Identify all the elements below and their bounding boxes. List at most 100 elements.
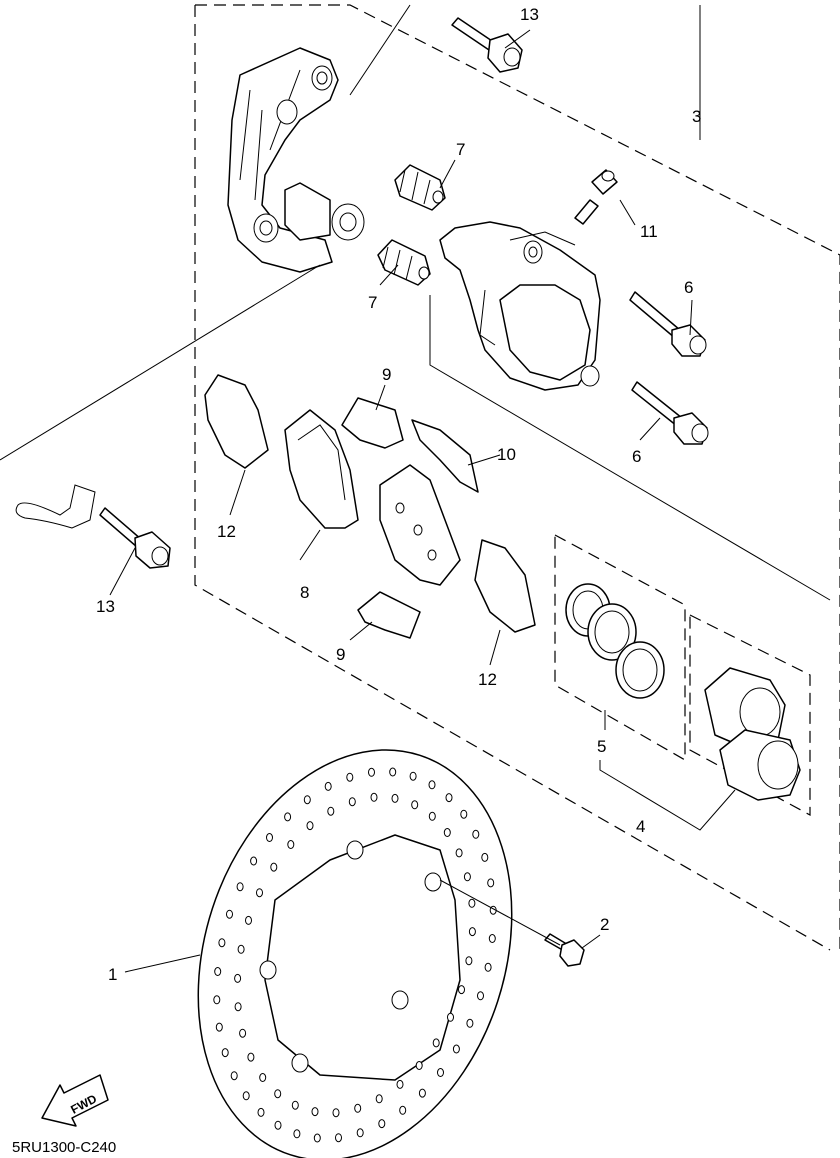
disc-vent-hole xyxy=(274,1120,282,1130)
piston-kit-dashed-outline xyxy=(689,614,811,817)
disc-vent-hole xyxy=(368,767,375,777)
disc-vent-hole xyxy=(324,781,332,791)
disc-vent-hole xyxy=(218,938,226,948)
disc-vent-hole xyxy=(415,1061,423,1070)
disc-vent-hole xyxy=(437,1068,444,1077)
disc-vent-hole xyxy=(354,1103,362,1113)
disc-vent-hole xyxy=(242,1091,250,1101)
hose-clip xyxy=(15,484,96,529)
disc-vent-hole xyxy=(484,962,492,972)
disc-vent-hole xyxy=(463,872,471,882)
disc-vent-hole xyxy=(313,1133,321,1143)
disc-vent-hole xyxy=(488,934,496,943)
callout-7-lower: 7 xyxy=(368,293,377,312)
disc-vent-hole xyxy=(259,1073,267,1082)
disc-vent-hole xyxy=(303,795,311,805)
disc-vent-hole xyxy=(311,1107,319,1117)
disc-vent-hole xyxy=(270,862,278,872)
disc-vent-hole xyxy=(468,898,476,908)
disc-vent-hole xyxy=(466,1018,474,1028)
disc-vent-hole xyxy=(465,956,473,966)
disc-vent-hole xyxy=(247,1052,255,1062)
disc-vent-hole xyxy=(472,829,480,839)
disc-vent-hole xyxy=(432,1038,440,1048)
callout-12-right: 12 xyxy=(478,670,497,689)
disc-vent-hole xyxy=(257,1107,265,1117)
disc-vent-hole xyxy=(215,1022,223,1032)
disc-vent-hole xyxy=(411,800,419,810)
callout-10: 10 xyxy=(497,445,516,464)
pad-spring-upper xyxy=(341,397,404,449)
disc-vent-hole xyxy=(481,852,489,862)
callout-9-lower: 9 xyxy=(336,645,345,664)
diagram-code: 5RU1300-C240 xyxy=(12,1139,116,1156)
disc-vent-hole xyxy=(239,1028,247,1038)
disc-vent-hole xyxy=(487,878,495,888)
disc-vent-hole xyxy=(335,1133,342,1143)
disc-vent-hole xyxy=(274,1089,282,1099)
pad-retainer xyxy=(411,419,479,493)
piston-seals xyxy=(565,583,665,699)
disc-vent-hole xyxy=(460,809,468,819)
disc-vent-hole xyxy=(399,1105,407,1115)
disc-vent-hole xyxy=(356,1128,364,1138)
disc-vent-hole xyxy=(256,888,263,898)
slide-pin-boot-lower xyxy=(377,239,431,286)
piston-seal-kit-dashed-outline xyxy=(554,533,686,762)
disc-vent-hole xyxy=(346,772,354,782)
bleed-screw xyxy=(574,169,618,225)
callout-13-lower: 13 xyxy=(96,597,115,616)
pad-spring-lower xyxy=(357,591,421,639)
leader-lines xyxy=(0,4,831,973)
disc-vent-hole xyxy=(332,1108,340,1118)
disc-vent-hole xyxy=(226,909,233,919)
caliper-bolt-upper xyxy=(629,291,707,357)
disc-vent-hole xyxy=(443,828,451,837)
disc-vent-hole xyxy=(452,1044,460,1054)
disc-vent-hole xyxy=(236,882,244,892)
callout-2: 2 xyxy=(600,915,609,934)
disc-vent-hole xyxy=(445,793,453,803)
disc-vent-hole xyxy=(250,856,258,866)
disc-vent-hole xyxy=(284,812,292,822)
disc-vent-hole xyxy=(378,1119,386,1129)
disc-vent-hole xyxy=(293,1129,301,1139)
callout-7-upper: 7 xyxy=(456,140,465,159)
disc-vent-hole xyxy=(428,811,436,821)
disc-vent-hole xyxy=(447,1012,454,1022)
caliper-bolt-lower xyxy=(631,381,709,445)
disc-vent-hole xyxy=(468,927,476,937)
caliper-bracket xyxy=(227,47,365,273)
disc-vent-hole xyxy=(391,793,399,803)
brake-disc xyxy=(197,749,513,1158)
slide-pin-boot-upper xyxy=(394,164,446,211)
disc-vent-hole xyxy=(221,1048,229,1058)
disc-vent-hole xyxy=(455,848,463,858)
disc-vent-hole xyxy=(287,840,295,849)
disc-vent-hole xyxy=(234,1002,242,1012)
disc-vent-hole xyxy=(458,985,465,995)
forward-direction-arrow: FWD xyxy=(41,1074,109,1127)
disc-vent-hole xyxy=(389,767,397,777)
brake-pad-inner xyxy=(284,409,359,529)
disc-vent-hole xyxy=(477,991,484,1001)
disc-vent-hole xyxy=(234,973,242,983)
disc-vent-hole xyxy=(396,1079,404,1089)
disc-vent-hole xyxy=(306,821,314,831)
callout-13-upper: 13 xyxy=(520,5,539,24)
disc-vent-hole xyxy=(375,1094,383,1104)
callout-6-lower: 6 xyxy=(632,447,641,466)
disc-vent-hole xyxy=(266,833,273,842)
callout-8: 8 xyxy=(300,583,309,602)
caliper-body xyxy=(439,221,601,391)
pad-shim-right xyxy=(474,539,536,633)
callout-12-left: 12 xyxy=(217,522,236,541)
disc-vent-hole xyxy=(348,797,356,807)
disc-bolt xyxy=(544,933,585,967)
brake-disc-vent-holes xyxy=(213,767,497,1143)
callout-4: 4 xyxy=(636,817,645,836)
disc-vent-hole xyxy=(291,1100,299,1110)
disc-vent-hole xyxy=(409,771,417,781)
mounting-bolt-lower xyxy=(99,507,171,569)
